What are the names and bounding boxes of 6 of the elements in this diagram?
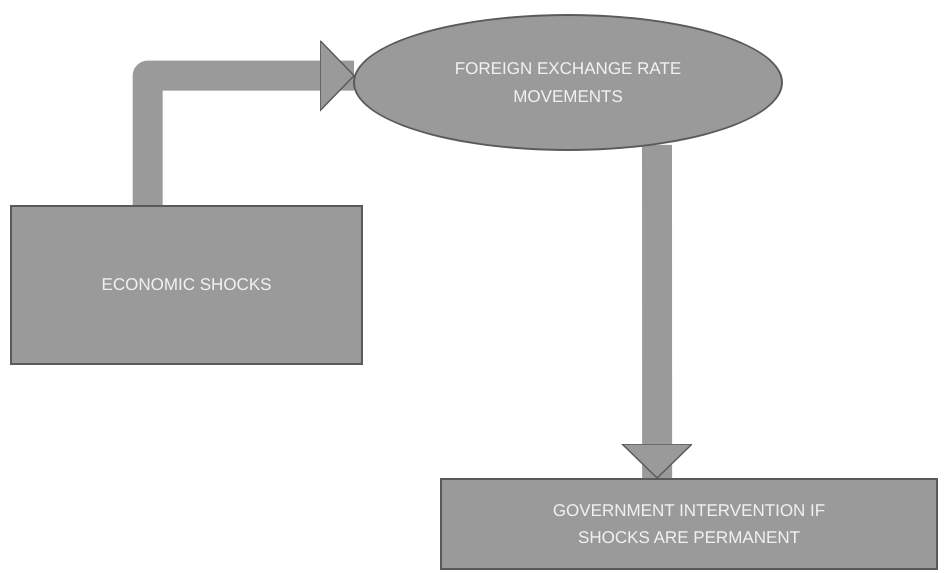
process-box [440,478,938,570]
node-label: GOVERNMENT INTERVENTION IF SHOCKS ARE PERMANENT [552,500,826,549]
node-label: ECONOMIC SHOCKS [100,274,273,296]
block-arrow [132,40,355,205]
process-box [10,205,363,365]
node-label: FOREIGN EXCHANGE RATE MOVEMENTS [454,58,682,108]
